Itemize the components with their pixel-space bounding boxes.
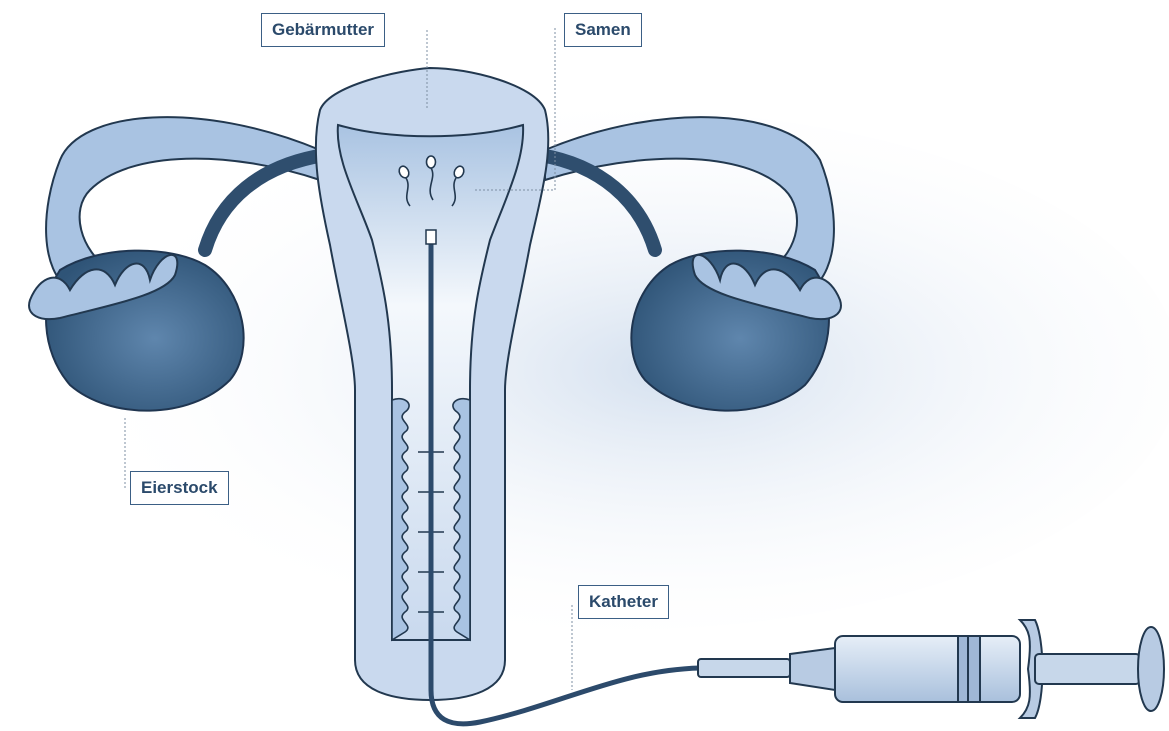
label-catheter: Katheter xyxy=(578,585,669,619)
label-sperm: Samen xyxy=(564,13,642,47)
label-ovary: Eierstock xyxy=(130,471,229,505)
label-uterus: Gebärmutter xyxy=(261,13,385,47)
syringe xyxy=(698,620,1164,718)
